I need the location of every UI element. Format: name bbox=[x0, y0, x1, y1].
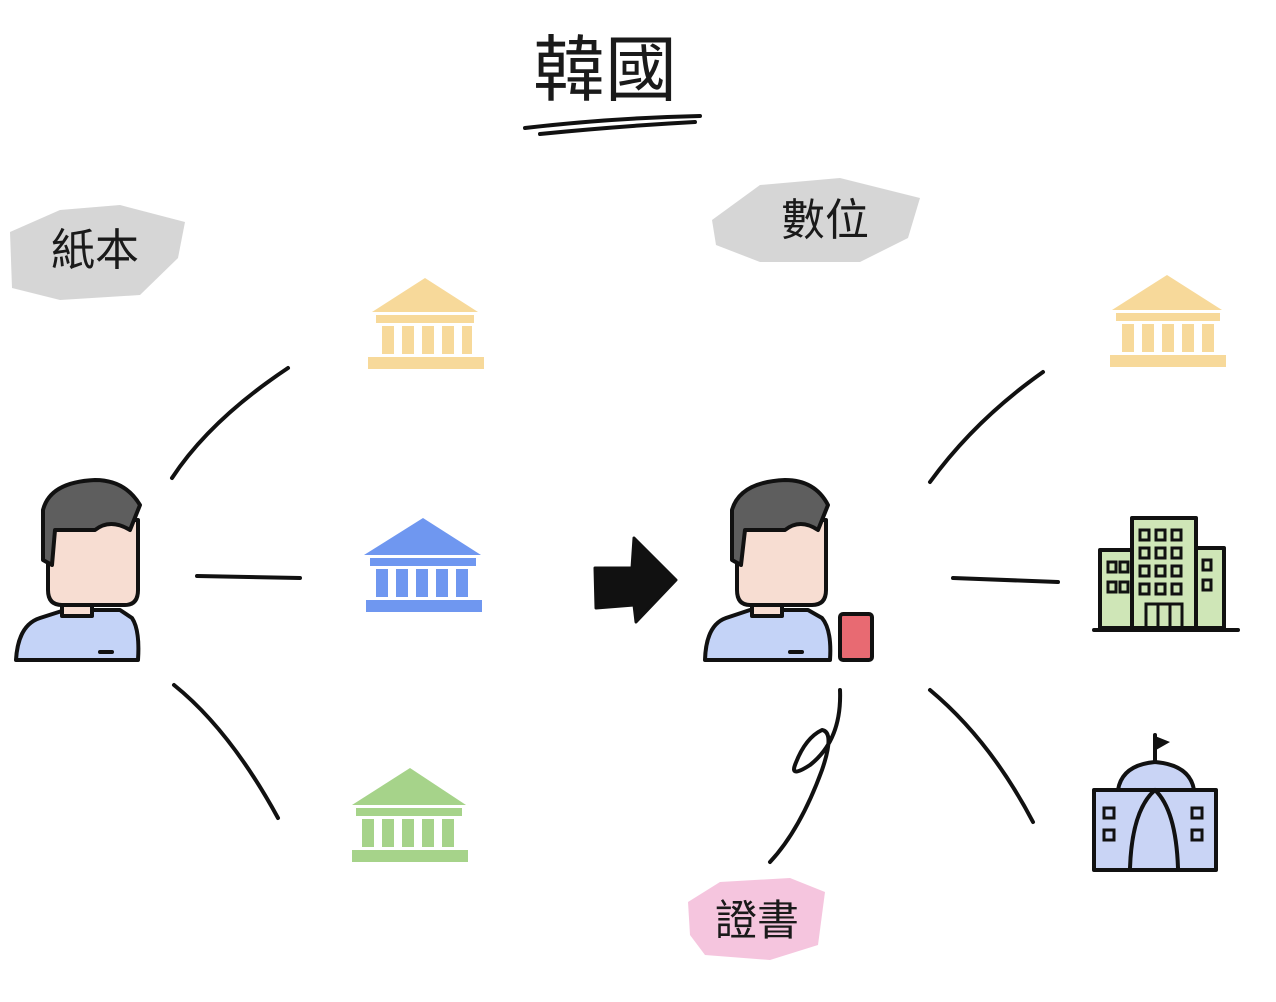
digital-tag-highlight bbox=[712, 178, 920, 262]
connector-line-digital-top bbox=[928, 370, 1045, 484]
digital-tag: 數位 bbox=[712, 178, 920, 262]
connector-line-paper-middle bbox=[195, 574, 302, 580]
phone-icon bbox=[838, 612, 874, 662]
connector-line-paper-top bbox=[170, 366, 290, 480]
person-icon bbox=[703, 478, 833, 662]
government-building-icon bbox=[1092, 733, 1218, 872]
title-underline bbox=[523, 114, 702, 130]
title-group: 韓國 bbox=[523, 28, 702, 136]
paper-label: 紙本 bbox=[51, 225, 139, 276]
office-building-icon bbox=[1092, 516, 1240, 632]
certificate-connector-line bbox=[768, 688, 843, 864]
digital-label: 數位 bbox=[781, 195, 869, 246]
certificate-tag-highlight bbox=[688, 878, 825, 960]
connector-line-digital-bottom bbox=[928, 688, 1035, 824]
diagram-title: 韓國 bbox=[533, 28, 677, 112]
bank-icon bbox=[368, 278, 484, 369]
connector-line-digital-middle bbox=[951, 576, 1060, 584]
bank-icon bbox=[352, 768, 468, 862]
arrow-right-icon bbox=[593, 536, 678, 624]
paper-tag-highlight bbox=[10, 205, 185, 300]
certificate-tag: 證書 bbox=[688, 878, 825, 960]
connector-line-paper-bottom bbox=[172, 683, 280, 820]
bank-icon bbox=[364, 518, 482, 612]
certificate-label: 證書 bbox=[715, 896, 799, 945]
bank-icon bbox=[1110, 275, 1226, 367]
title-underline-second bbox=[538, 120, 697, 136]
paper-tag: 紙本 bbox=[10, 205, 185, 300]
person-icon bbox=[14, 478, 142, 662]
